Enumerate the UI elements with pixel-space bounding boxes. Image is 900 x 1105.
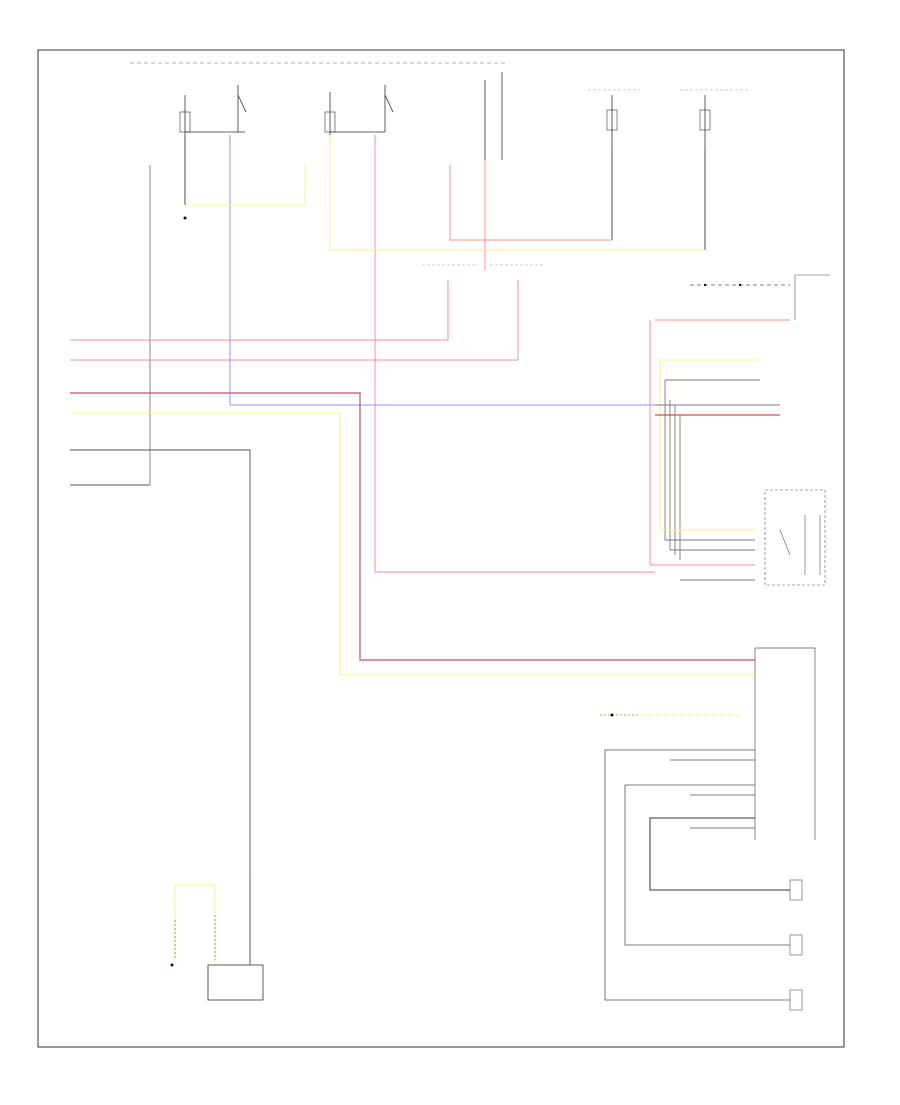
bottom-sensor-3 — [789, 989, 803, 1011]
wire-yellow-250 — [329, 135, 705, 251]
left-connector-wires — [70, 339, 755, 965]
mid-junction-2 — [490, 264, 545, 360]
bottom-left-component — [174, 875, 264, 1001]
ac-control-module — [764, 489, 826, 586]
wire-yellow-top — [185, 165, 306, 206]
diagram-frame — [37, 49, 845, 1048]
right-sensor-1 — [649, 274, 830, 565]
wire-red-center — [374, 135, 655, 573]
wire-red-right-1 — [449, 165, 612, 241]
right-vertical-bundle — [655, 359, 780, 560]
connector-markers — [170, 216, 742, 967]
top-switch-group-2 — [324, 85, 394, 135]
mid-junction-1 — [422, 264, 478, 340]
ac-control-wires — [650, 529, 755, 581]
top-switch-group-1 — [179, 85, 247, 205]
right-top-relay-2 — [680, 89, 750, 250]
right-top-relay-1 — [588, 89, 640, 240]
bottom-sensor-2 — [789, 934, 803, 956]
bottom-sensor-1 — [789, 879, 803, 901]
bottom-right-module — [600, 647, 816, 1001]
wire-blue — [229, 135, 655, 406]
